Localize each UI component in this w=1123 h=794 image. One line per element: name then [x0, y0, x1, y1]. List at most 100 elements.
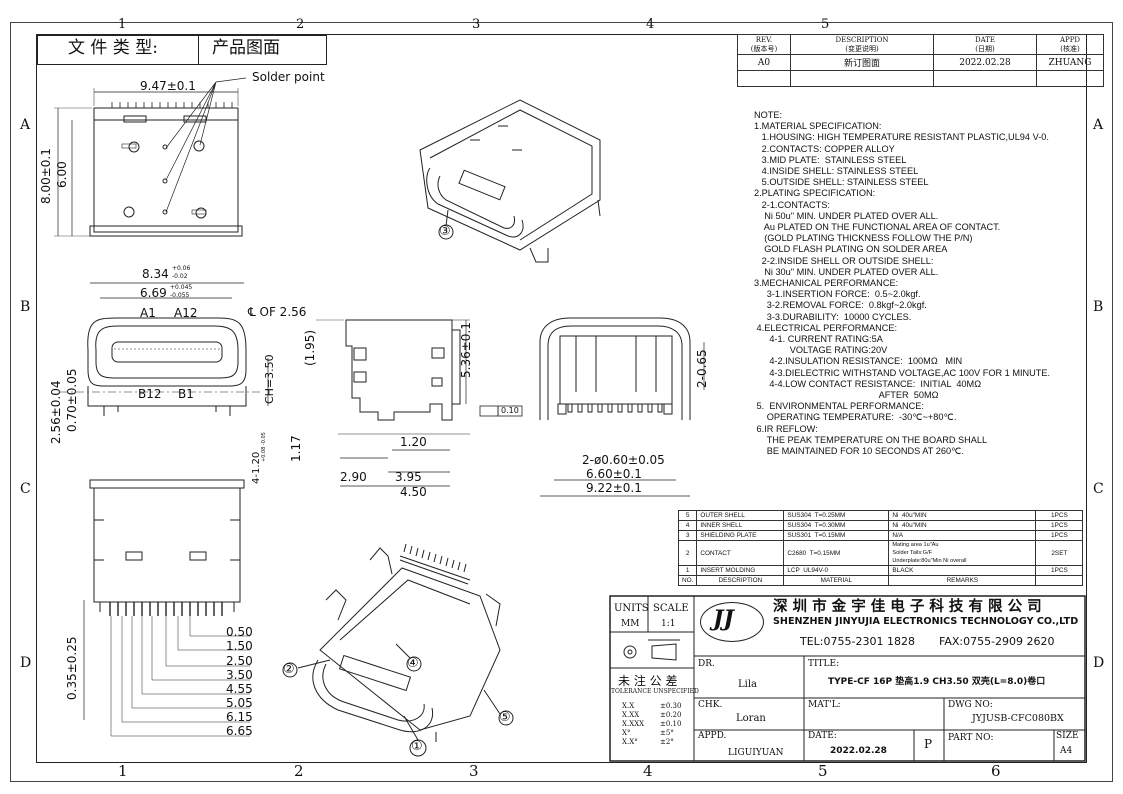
- note-line: 3.MID PLATE: STAINLESS STEEL: [754, 154, 907, 165]
- note-line: (GOLD PLATING THICKNESS FOLLOW THE P/N): [754, 233, 973, 244]
- pitch-150: 1.50: [226, 639, 253, 653]
- dr-label: DR.: [698, 659, 715, 669]
- pitch-615: 6.15: [226, 710, 253, 724]
- bom-remarks: Ni 40u"MIN: [888, 520, 1037, 531]
- dim-450: 4.50: [400, 485, 427, 499]
- grid-col-top-2: 2: [296, 17, 305, 32]
- tolerance-row: X.XXX±0.10: [622, 720, 681, 729]
- note-line: 2-1.CONTACTS:: [754, 199, 830, 210]
- bom-material: SUS304 T=0.30MM: [783, 520, 890, 531]
- units-label: UNITS: [614, 603, 649, 614]
- grid-row-left-a: A: [20, 117, 31, 133]
- note-line: 1.HOUSING: HIGH TEMPERATURE RESISTANT PL…: [754, 132, 1049, 143]
- label-a12: A12: [174, 306, 198, 320]
- note-line: 4.ELECTRICAL PERFORMANCE:: [754, 322, 898, 333]
- bom-material: C2680 T=0.15MM: [783, 540, 890, 566]
- note-line: Au PLATED ON THE FUNCTIONAL AREA OF CONT…: [754, 222, 1001, 233]
- tolerance-value: ±2°: [660, 738, 674, 746]
- dim-120: 1.20: [400, 435, 427, 449]
- bom-no: 3: [677, 530, 698, 541]
- company-name-cn: 深 圳 市 金 宇 佳 电 子 科 技 有 限 公 司: [773, 599, 1042, 615]
- pitch-050: 0.50: [226, 625, 253, 639]
- dim-256: 2.56±0.04: [49, 380, 63, 445]
- dim-035: 0.35±0.25: [65, 636, 79, 701]
- bom-material: LCP UL94V-0: [783, 565, 890, 576]
- grid-row-left-c: C: [20, 481, 31, 497]
- bom-qty: 1PCS: [1035, 530, 1084, 541]
- tolerance-key: X.X: [622, 702, 635, 710]
- note-line: 6.IR REFLOW:: [754, 423, 818, 434]
- note-line: Ni 30u" MIN. UNDER PLATED OVER ALL.: [754, 266, 939, 277]
- isometric-view-bottom: [282, 543, 514, 757]
- bom-header-no: NO.: [677, 575, 698, 586]
- flatness-value: 0.10: [501, 406, 519, 415]
- grid-row-right-d: D: [1093, 655, 1105, 671]
- tolerance-key: X.XX: [622, 711, 640, 719]
- grid-col-top-3: 3: [472, 17, 481, 32]
- dim-834: 8.34: [142, 267, 169, 281]
- dim-065: 2-0.65: [695, 349, 709, 388]
- doc-type-box: [37, 35, 327, 65]
- note-line: GOLD FLASH PLATING ON SOLDER AREA: [754, 244, 948, 255]
- bom-remarks: BLACK: [888, 565, 1037, 576]
- revision-table: REV.(版本号) DESCRIPTION(变更说明) DATE(日期) APP…: [737, 34, 1104, 87]
- tolerance-value: ±0.30: [660, 702, 682, 710]
- pitch-250: 2.50: [226, 654, 253, 668]
- tolerance-subtitle: TOLERANCE UNSPECIFIED: [611, 688, 699, 695]
- dim-070: 0.70±0.05: [65, 368, 79, 433]
- rear-view: [539, 317, 705, 497]
- note-line: 4-4.LOW CONTACT RESISTANCE: INITIAL 40MΩ: [754, 378, 982, 389]
- balloon-4: ④: [407, 656, 419, 671]
- dim-669-tol-dn: -0.055: [170, 292, 190, 299]
- dwg-label: DWG NO:: [948, 700, 993, 710]
- company-fax: FAX:0755-2909 2620: [939, 635, 1055, 648]
- dwg-value: JYJUSB-CFC080BX: [972, 713, 1064, 724]
- logo-text: JJ: [713, 606, 734, 632]
- grid-row-right-a: A: [1093, 117, 1104, 133]
- dim-117: 1.17: [289, 435, 303, 462]
- tolerance-row: X.X°±2°: [622, 738, 681, 747]
- dim-width-top: 9.47±0.1: [140, 79, 196, 93]
- front-view: [60, 282, 269, 416]
- bom-qty: 2SET: [1035, 540, 1084, 566]
- note-line: THE PEAK TEMPERATURE ON THE BOARD SHALL: [754, 434, 988, 445]
- side-view: [316, 319, 523, 487]
- note-line: 3-1.INSERTION FORCE: 0.5~2.0kgf.: [754, 289, 921, 300]
- top-view: [54, 77, 247, 237]
- bom-description: INSERT MOLDING: [696, 565, 785, 576]
- balloon-3: ③: [439, 224, 451, 239]
- tolerance-value: ±0.10: [660, 720, 682, 728]
- note-line: VOLTAGE RATING:20V: [754, 345, 888, 356]
- bom-header-remarks: REMARKS: [888, 575, 1037, 586]
- grid-col-top-4: 4: [646, 17, 655, 32]
- part-no-label: PART NO:: [948, 733, 994, 743]
- chk-value: Loran: [736, 713, 766, 724]
- dim-height-600: 6.00: [55, 161, 69, 188]
- date-header-zh: (日期): [975, 44, 995, 53]
- dim-height-800: 8.00±0.1: [39, 148, 53, 204]
- dim-536: 5.36±0.1: [459, 322, 473, 378]
- tolerance-value: ±0.20: [660, 711, 682, 719]
- dim-290: 2.90: [340, 470, 367, 484]
- company-logo: [700, 602, 764, 642]
- note-line: 2.CONTACTS: COPPER ALLOY: [754, 143, 895, 154]
- pitch-665: 6.65: [226, 724, 253, 738]
- company-name-en: SHENZHEN JINYUJIA ELECTRONICS TECHNOLOGY…: [773, 616, 1079, 627]
- bom-header-material: MATERIAL: [783, 575, 890, 586]
- p-value: P: [924, 737, 933, 751]
- grid-row-right-b: B: [1093, 299, 1104, 315]
- dim-669: 6.69: [140, 286, 167, 300]
- grid-col-bottom-2: 2: [294, 762, 304, 780]
- note-line: 4-3.DIELECTRIC WITHSTAND VOLTAGE,AC 100V…: [754, 367, 1051, 378]
- title-label: TITLE:: [808, 659, 840, 669]
- appd-header-en: APPD: [1059, 35, 1081, 44]
- size-label: SIZE: [1056, 731, 1079, 741]
- label-b1: B1: [178, 387, 194, 401]
- dim-060: 2-ø0.60±0.05: [582, 453, 665, 467]
- date-value: 2022.02.28: [830, 746, 887, 756]
- tolerance-row: X.XX ±0.20: [622, 711, 681, 720]
